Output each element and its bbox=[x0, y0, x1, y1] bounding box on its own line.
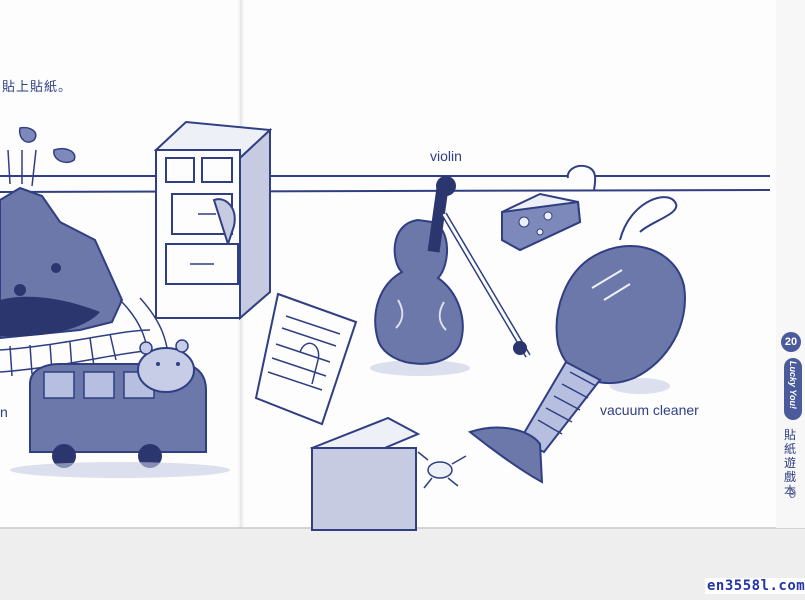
sheet-music-sticker bbox=[254, 292, 358, 426]
violin-sticker bbox=[370, 176, 531, 376]
volcano-sticker bbox=[0, 126, 124, 340]
scan-bottom-edge bbox=[0, 528, 805, 600]
label-violin: violin bbox=[430, 148, 462, 164]
cabinet-sticker bbox=[153, 120, 273, 321]
watermark: en3558l.com bbox=[705, 578, 805, 594]
cheese-sticker bbox=[501, 192, 582, 252]
label-partial-left: n bbox=[0, 404, 8, 420]
box-sticker bbox=[309, 416, 421, 531]
vacuum-cleaner-sticker bbox=[467, 196, 686, 484]
instruction-text: 貼上貼紙。 bbox=[2, 79, 73, 94]
label-vacuum-cleaner: vacuum cleaner bbox=[600, 402, 699, 418]
book-title: 貼紙遊戲本 bbox=[784, 428, 797, 498]
right-margin-strip bbox=[776, 0, 805, 528]
wall-baseboard bbox=[0, 164, 771, 193]
critter-sticker bbox=[417, 451, 467, 489]
section-tab: Lucky You! bbox=[784, 358, 802, 420]
page-number: 9 bbox=[789, 486, 797, 501]
bus-sticker bbox=[10, 339, 230, 478]
page-badge: 20 bbox=[781, 332, 801, 352]
section-tab-text: Lucky You! bbox=[788, 360, 798, 409]
